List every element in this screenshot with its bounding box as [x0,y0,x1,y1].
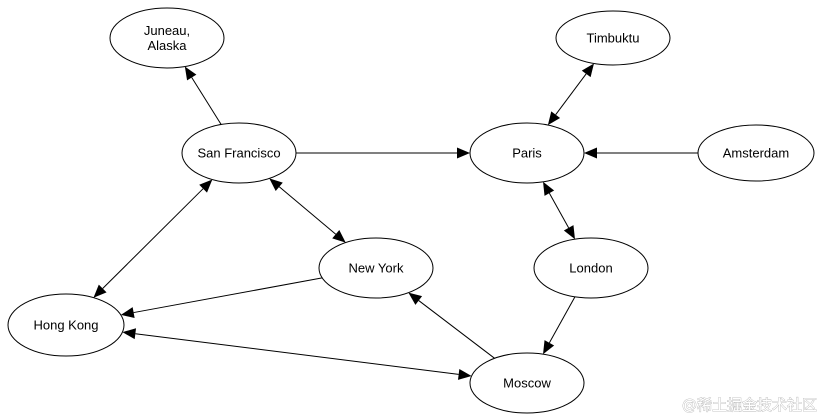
node-label: Moscow [503,376,551,391]
arrowhead-paris-to-london [563,225,575,240]
node-paris[interactable]: Paris [469,122,585,184]
node-ellipse [469,122,585,184]
node-moscow[interactable]: Moscow [469,352,585,414]
node-ellipse [533,237,649,299]
arrowhead-newyork-to-sanfrancisco [269,178,283,191]
node-label: Alaska [147,38,187,53]
node-label: London [569,261,612,276]
arrowhead-timbuktu-to-paris [547,111,561,126]
arrowhead-sanfrancisco-to-paris [457,147,470,159]
arrowhead-newyork-to-hongkong [120,307,135,318]
node-sanfrancisco[interactable]: San Francisco [181,122,297,184]
edge-london-moscow [548,296,576,344]
edge-timbuktu-paris [555,73,587,115]
node-juneau[interactable]: Juneau,Alaska [109,7,225,69]
edge-sanfrancisco-hongkong [102,188,204,289]
node-hongkong[interactable]: Hong Kong [7,293,125,357]
arrowhead-amsterdam-to-paris [584,147,597,159]
arrowhead-sanfrancisco-to-hongkong [93,284,107,298]
arrowhead-sanfrancisco-to-newyork [332,230,346,243]
arrowhead-hongkong-to-moscow [457,368,472,380]
edge-sanfrancisco-juneau [191,77,222,125]
node-ellipse [469,352,585,414]
arrowhead-london-to-paris [543,181,555,196]
edge-sanfrancisco-newyork [278,186,337,235]
node-ellipse [181,122,297,184]
arrowhead-moscow-to-newyork [408,292,423,305]
node-label: Timbuktu [587,31,640,46]
node-label: Paris [512,146,542,161]
node-ellipse [7,293,125,357]
node-label: New York [349,261,404,276]
arrowhead-moscow-to-hongkong [122,328,137,340]
node-label: San Francisco [197,146,280,161]
watermark-text: @稀土掘金技术社区 [682,396,817,414]
arrowhead-london-to-moscow [543,340,555,355]
node-label: Amsterdam [723,146,789,161]
node-ellipse [109,7,225,69]
arrowhead-hongkong-to-sanfrancisco [199,179,213,193]
edges-layer [93,63,698,380]
node-newyork[interactable]: New York [318,237,434,299]
node-ellipse [555,10,671,66]
arrowhead-sanfrancisco-to-juneau [184,66,197,81]
edge-paris-london [548,192,570,229]
edge-moscow-hongkong [135,333,459,375]
node-amsterdam[interactable]: Amsterdam [697,124,815,182]
arrowhead-paris-to-timbuktu [581,63,594,78]
node-label: Juneau, [144,23,190,38]
node-london[interactable]: London [533,237,649,299]
edge-moscow-newyork [418,300,495,359]
node-ellipse [318,237,434,299]
node-label: Hong Kong [33,318,98,333]
node-ellipse [697,124,815,182]
edge-newyork-hongkong [133,277,323,314]
node-timbuktu[interactable]: Timbuktu [555,10,671,66]
